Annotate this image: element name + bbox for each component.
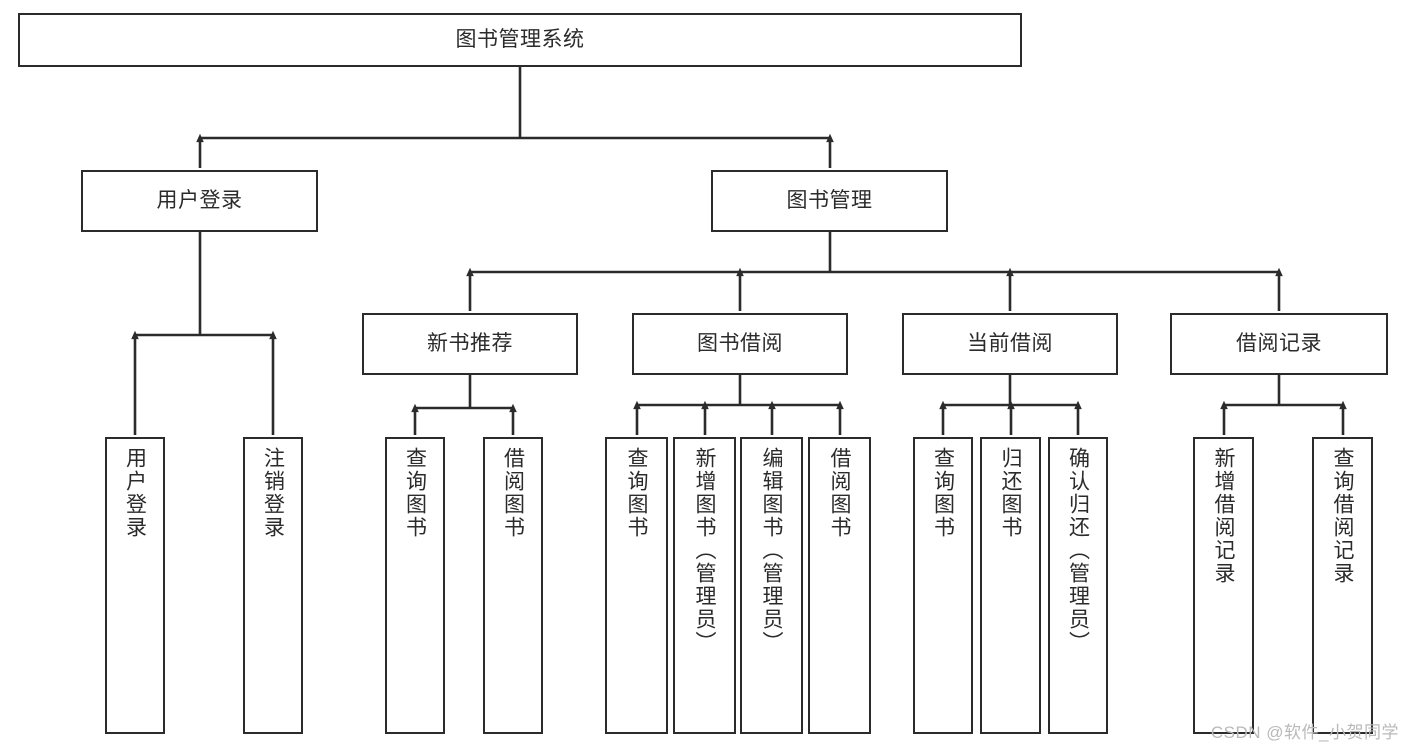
node-label: 编辑图书（管理员） <box>760 447 783 654</box>
node-label: 图书管理 <box>786 188 873 212</box>
node-leaf-bo-query[interactable]: 查询图书 <box>605 437 668 734</box>
node-leaf-bo-borrow[interactable]: 借阅图书 <box>808 437 871 734</box>
node-label: 新书推荐 <box>427 331 513 355</box>
node-label: 新增借阅记录 <box>1212 447 1235 585</box>
node-label: 当前借阅 <box>967 331 1053 355</box>
node-leaf-user-logout[interactable]: 注销登录 <box>243 437 303 734</box>
watermark-text: CSDN @软件_小贺同学 <box>1210 723 1399 742</box>
node-leaf-rec-add[interactable]: 新增借阅记录 <box>1193 437 1254 734</box>
node-label: 图书借阅 <box>697 331 783 355</box>
node-label: 查询图书 <box>625 447 648 539</box>
node-records[interactable]: 借阅记录 <box>1170 313 1388 375</box>
node-leaf-bo-edit[interactable]: 编辑图书（管理员） <box>740 437 803 734</box>
node-label: 图书管理系统 <box>455 27 585 51</box>
node-newbook[interactable]: 新书推荐 <box>362 313 578 375</box>
node-leaf-cu-return[interactable]: 归还图书 <box>980 437 1041 734</box>
node-leaf-nb-query[interactable]: 查询图书 <box>385 437 445 734</box>
node-label: 借阅记录 <box>1236 331 1322 355</box>
node-root[interactable]: 图书管理系统 <box>18 13 1022 67</box>
node-label: 新增图书（管理员） <box>693 447 716 654</box>
node-label: 查询借阅记录 <box>1331 447 1354 585</box>
node-login[interactable]: 用户登录 <box>81 170 318 232</box>
node-leaf-rec-query[interactable]: 查询借阅记录 <box>1312 437 1373 734</box>
node-leaf-cu-confirm[interactable]: 确认归还（管理员） <box>1048 437 1108 734</box>
node-borrow[interactable]: 图书借阅 <box>632 313 848 375</box>
node-label: 借阅图书 <box>501 447 525 539</box>
node-label: 归还图书 <box>999 447 1022 539</box>
node-leaf-nb-borrow[interactable]: 借阅图书 <box>483 437 543 734</box>
node-leaf-cu-query[interactable]: 查询图书 <box>913 437 973 734</box>
node-label: 注销登录 <box>261 447 285 539</box>
node-current[interactable]: 当前借阅 <box>902 313 1118 375</box>
node-leaf-bo-add[interactable]: 新增图书（管理员） <box>673 437 736 734</box>
node-label: 用户登录 <box>156 188 243 212</box>
node-bookmgmt[interactable]: 图书管理 <box>711 170 948 232</box>
node-label: 查询图书 <box>403 447 427 539</box>
node-label: 用户登录 <box>123 447 147 539</box>
node-label: 查询图书 <box>931 447 955 539</box>
node-label: 确认归还（管理员） <box>1066 447 1090 654</box>
node-label: 借阅图书 <box>828 447 851 539</box>
node-leaf-user-login[interactable]: 用户登录 <box>105 437 165 734</box>
